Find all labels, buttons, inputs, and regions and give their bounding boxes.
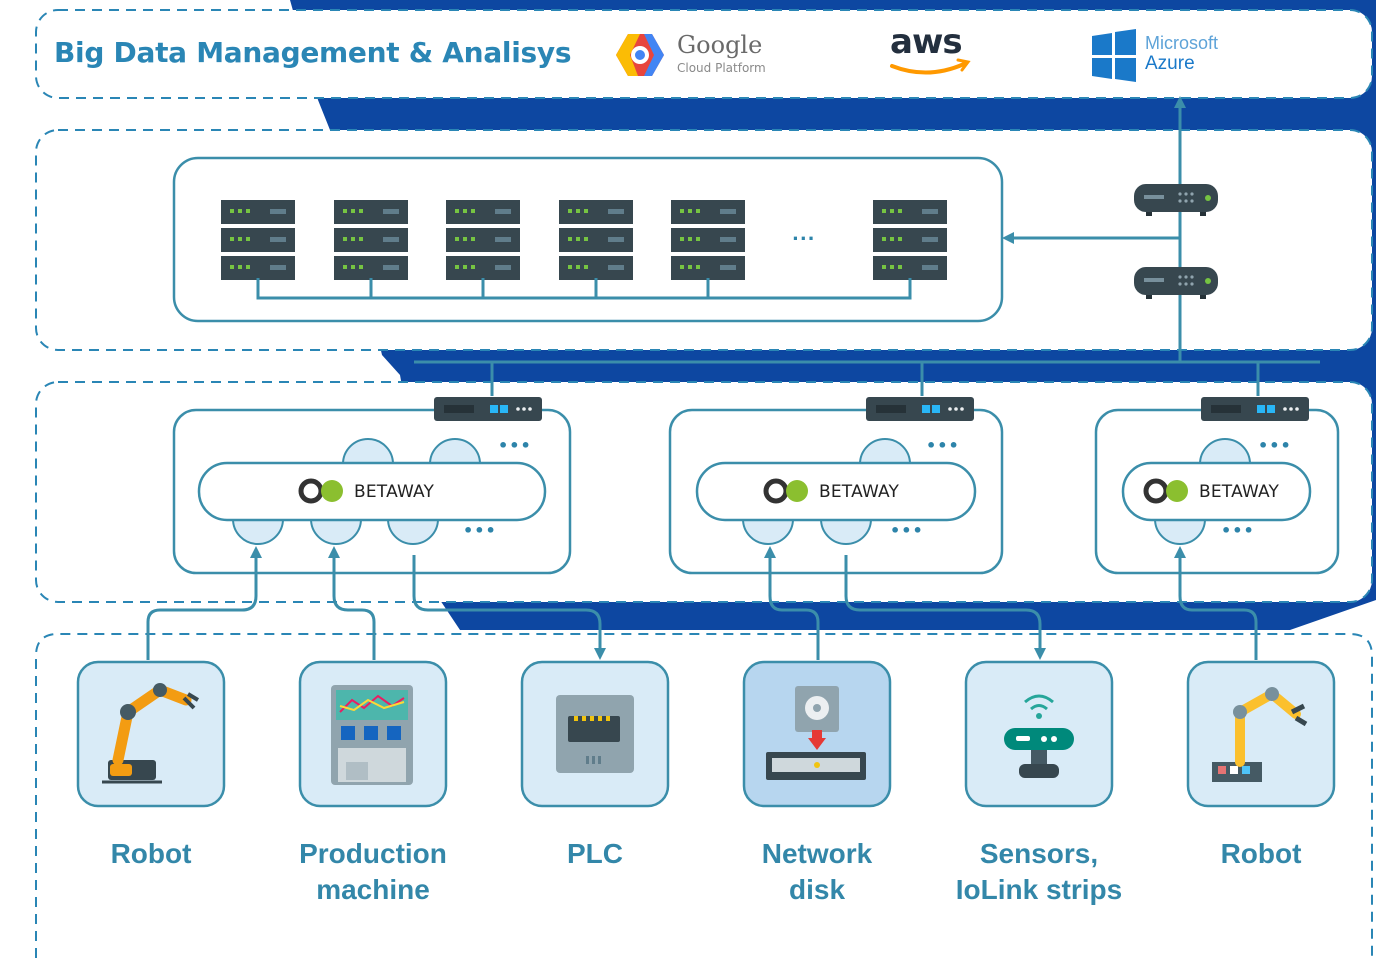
network-disk-icon [766,686,866,780]
ports-ellipsis: ••• [1221,521,1255,540]
network-switch-icon [1201,397,1309,421]
aws-logo-text: aws [890,22,963,62]
server-bus [256,278,912,300]
network-switch-icon [434,397,542,421]
server-rack-icon [221,200,295,280]
server-rack-icon [671,200,745,280]
link-sensors [844,555,1042,650]
server-rack-icon [446,200,520,280]
betaway-pill-1 [197,461,547,522]
servers-ellipsis: ... [792,224,816,245]
azure-line-1: Microsoft [1145,33,1219,53]
server-rack-icon [873,200,947,280]
sensor-icon [1004,694,1074,778]
server-rack-icon [559,200,633,280]
google-cloud-logo [616,34,664,76]
robot-arm-icon [1212,687,1308,782]
ports-ellipsis: ••• [1258,436,1292,455]
device-label-robot-2: Robot [1220,838,1302,869]
plc-icon [556,695,634,773]
betaway-pill-3 [1121,461,1312,522]
device-tile-robot-1 [76,660,226,808]
google-cloud-name: Google [677,31,763,59]
betaway-label-2: BETAWAY [819,482,900,502]
uplink-arrow [1174,96,1186,108]
betaway-pill-2 [695,461,977,522]
aws-smile [890,62,966,75]
tier-device-panel [35,633,1373,958]
server-rack-icon [334,200,408,280]
ports-ellipsis: ••• [926,436,960,455]
link-robot-1 [146,555,258,660]
betaway-logo-2 [763,478,808,504]
router-top [1134,184,1218,216]
router-bottom [1134,267,1218,299]
ports-ellipsis: ••• [498,436,532,455]
link-network-disk [768,555,820,660]
ports-ellipsis: ••• [890,521,924,540]
device-tile-robot-2 [1186,660,1336,808]
azure-line-2: Azure [1145,53,1195,74]
page-title: Big Data Management & Analisys [54,36,572,69]
azure-logo [1092,29,1136,82]
device-label-plc: PLC [567,838,623,869]
betaway-logo-3 [1143,478,1188,504]
tier-cloud-panel [35,9,1373,99]
link-plc [412,555,602,650]
production-machine-icon [331,685,413,785]
betaway-logo-1 [298,478,343,504]
ports-ellipsis: ••• [463,521,497,540]
robot-arm-icon [102,683,200,784]
device-label-robot-1: Robot [110,838,192,869]
link-robot-2 [1178,555,1258,660]
cluster-arrow [1002,232,1014,244]
betaway-label-1: BETAWAY [354,482,435,502]
betaway-label-3: BETAWAY [1199,482,1280,502]
device-label-sensors: Sensors,IoLink strips [955,838,1123,905]
network-switch-icon [866,397,974,421]
google-cloud-sub: Cloud Platform [677,61,766,75]
link-production [332,555,376,660]
